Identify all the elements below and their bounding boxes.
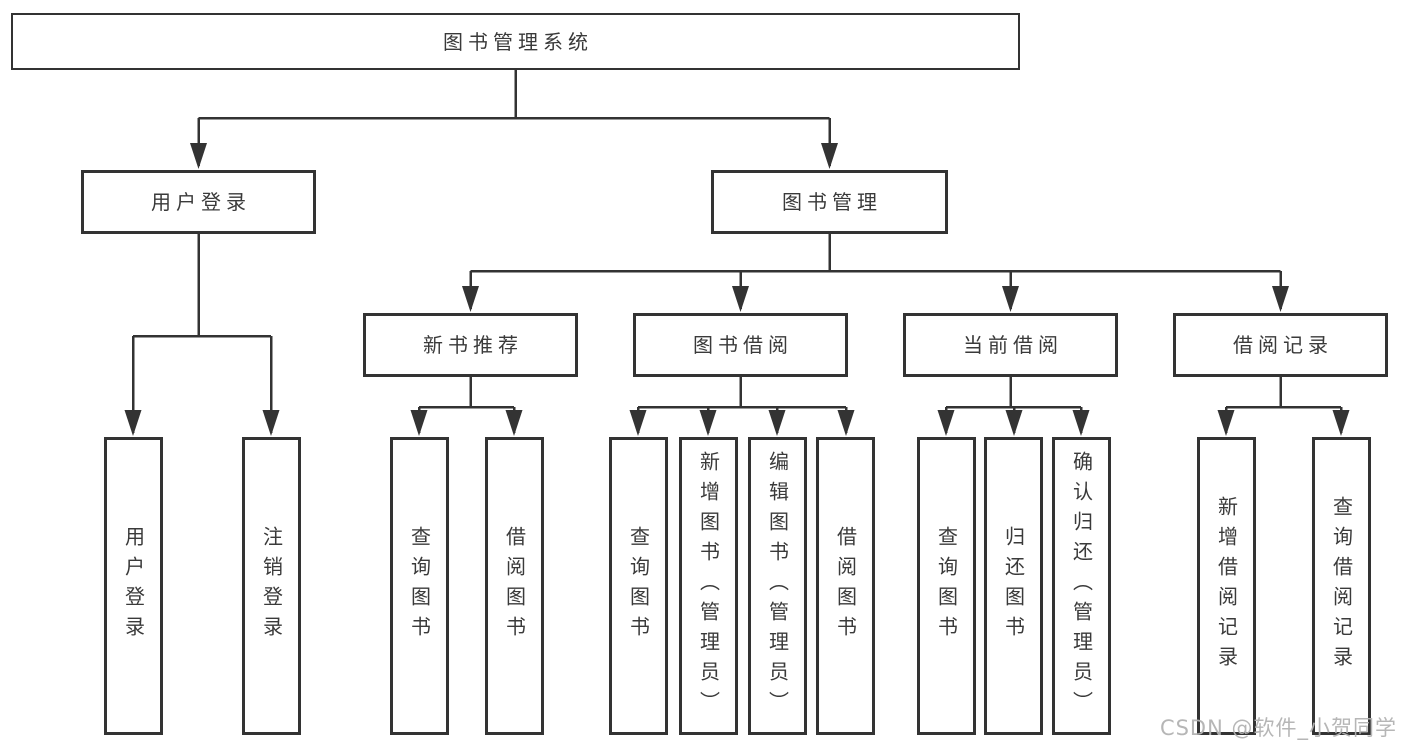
node-label: 图书借阅 <box>693 333 793 357</box>
node-label: 查询图书 <box>407 526 432 646</box>
node-borrowing-records: 借阅记录 <box>1173 313 1388 377</box>
node-book-borrowing: 图书借阅 <box>633 313 848 377</box>
leaf-query-borrow-record: 查询借阅记录 <box>1312 437 1371 735</box>
leaf-confirm-return-admin: 确认归还（管理员） <box>1052 437 1111 735</box>
node-label: 编辑图书（管理员） <box>765 451 790 721</box>
node-label: 图书管理系统 <box>443 29 593 54</box>
node-label: 图书管理 <box>782 190 882 214</box>
node-user-login: 用户登录 <box>81 170 316 234</box>
leaf-edit-books-admin: 编辑图书（管理员） <box>748 437 807 735</box>
node-new-book-recommend: 新书推荐 <box>363 313 578 377</box>
leaf-borrow-books: 借阅图书 <box>816 437 875 735</box>
leaf-user-login: 用户登录 <box>104 437 163 735</box>
node-label: 新增借阅记录 <box>1214 496 1239 676</box>
csdn-watermark: CSDN @软件_小贺同学 <box>1159 716 1397 740</box>
leaf-add-borrow-record: 新增借阅记录 <box>1197 437 1256 735</box>
node-label: 新书推荐 <box>423 333 523 357</box>
node-current-borrowing: 当前借阅 <box>903 313 1118 377</box>
leaf-query-books-current: 查询图书 <box>917 437 976 735</box>
node-label: 查询图书 <box>626 526 651 646</box>
node-label: 用户登录 <box>121 526 146 646</box>
node-label: 借阅记录 <box>1233 333 1333 357</box>
node-label: 用户登录 <box>151 190 251 214</box>
node-label: 查询图书 <box>934 526 959 646</box>
arrowhead-icons <box>124 143 1350 436</box>
leaf-query-books-recommend: 查询图书 <box>390 437 449 735</box>
node-label: 查询借阅记录 <box>1329 496 1354 676</box>
node-book-management: 图书管理 <box>711 170 948 234</box>
leaf-query-books-borrowing: 查询图书 <box>609 437 668 735</box>
leaf-add-books-admin: 新增图书（管理员） <box>679 437 738 735</box>
leaf-borrow-books-recommend: 借阅图书 <box>485 437 544 735</box>
node-label: 注销登录 <box>259 526 284 646</box>
node-label: 确认归还（管理员） <box>1069 451 1094 721</box>
leaf-logout: 注销登录 <box>242 437 301 735</box>
node-label: 借阅图书 <box>502 526 527 646</box>
node-label: 借阅图书 <box>833 526 858 646</box>
node-label: 归还图书 <box>1001 526 1026 646</box>
node-label: 新增图书（管理员） <box>696 451 721 721</box>
node-label: 当前借阅 <box>963 333 1063 357</box>
leaf-return-books: 归还图书 <box>984 437 1043 735</box>
node-library-system: 图书管理系统 <box>11 13 1020 70</box>
